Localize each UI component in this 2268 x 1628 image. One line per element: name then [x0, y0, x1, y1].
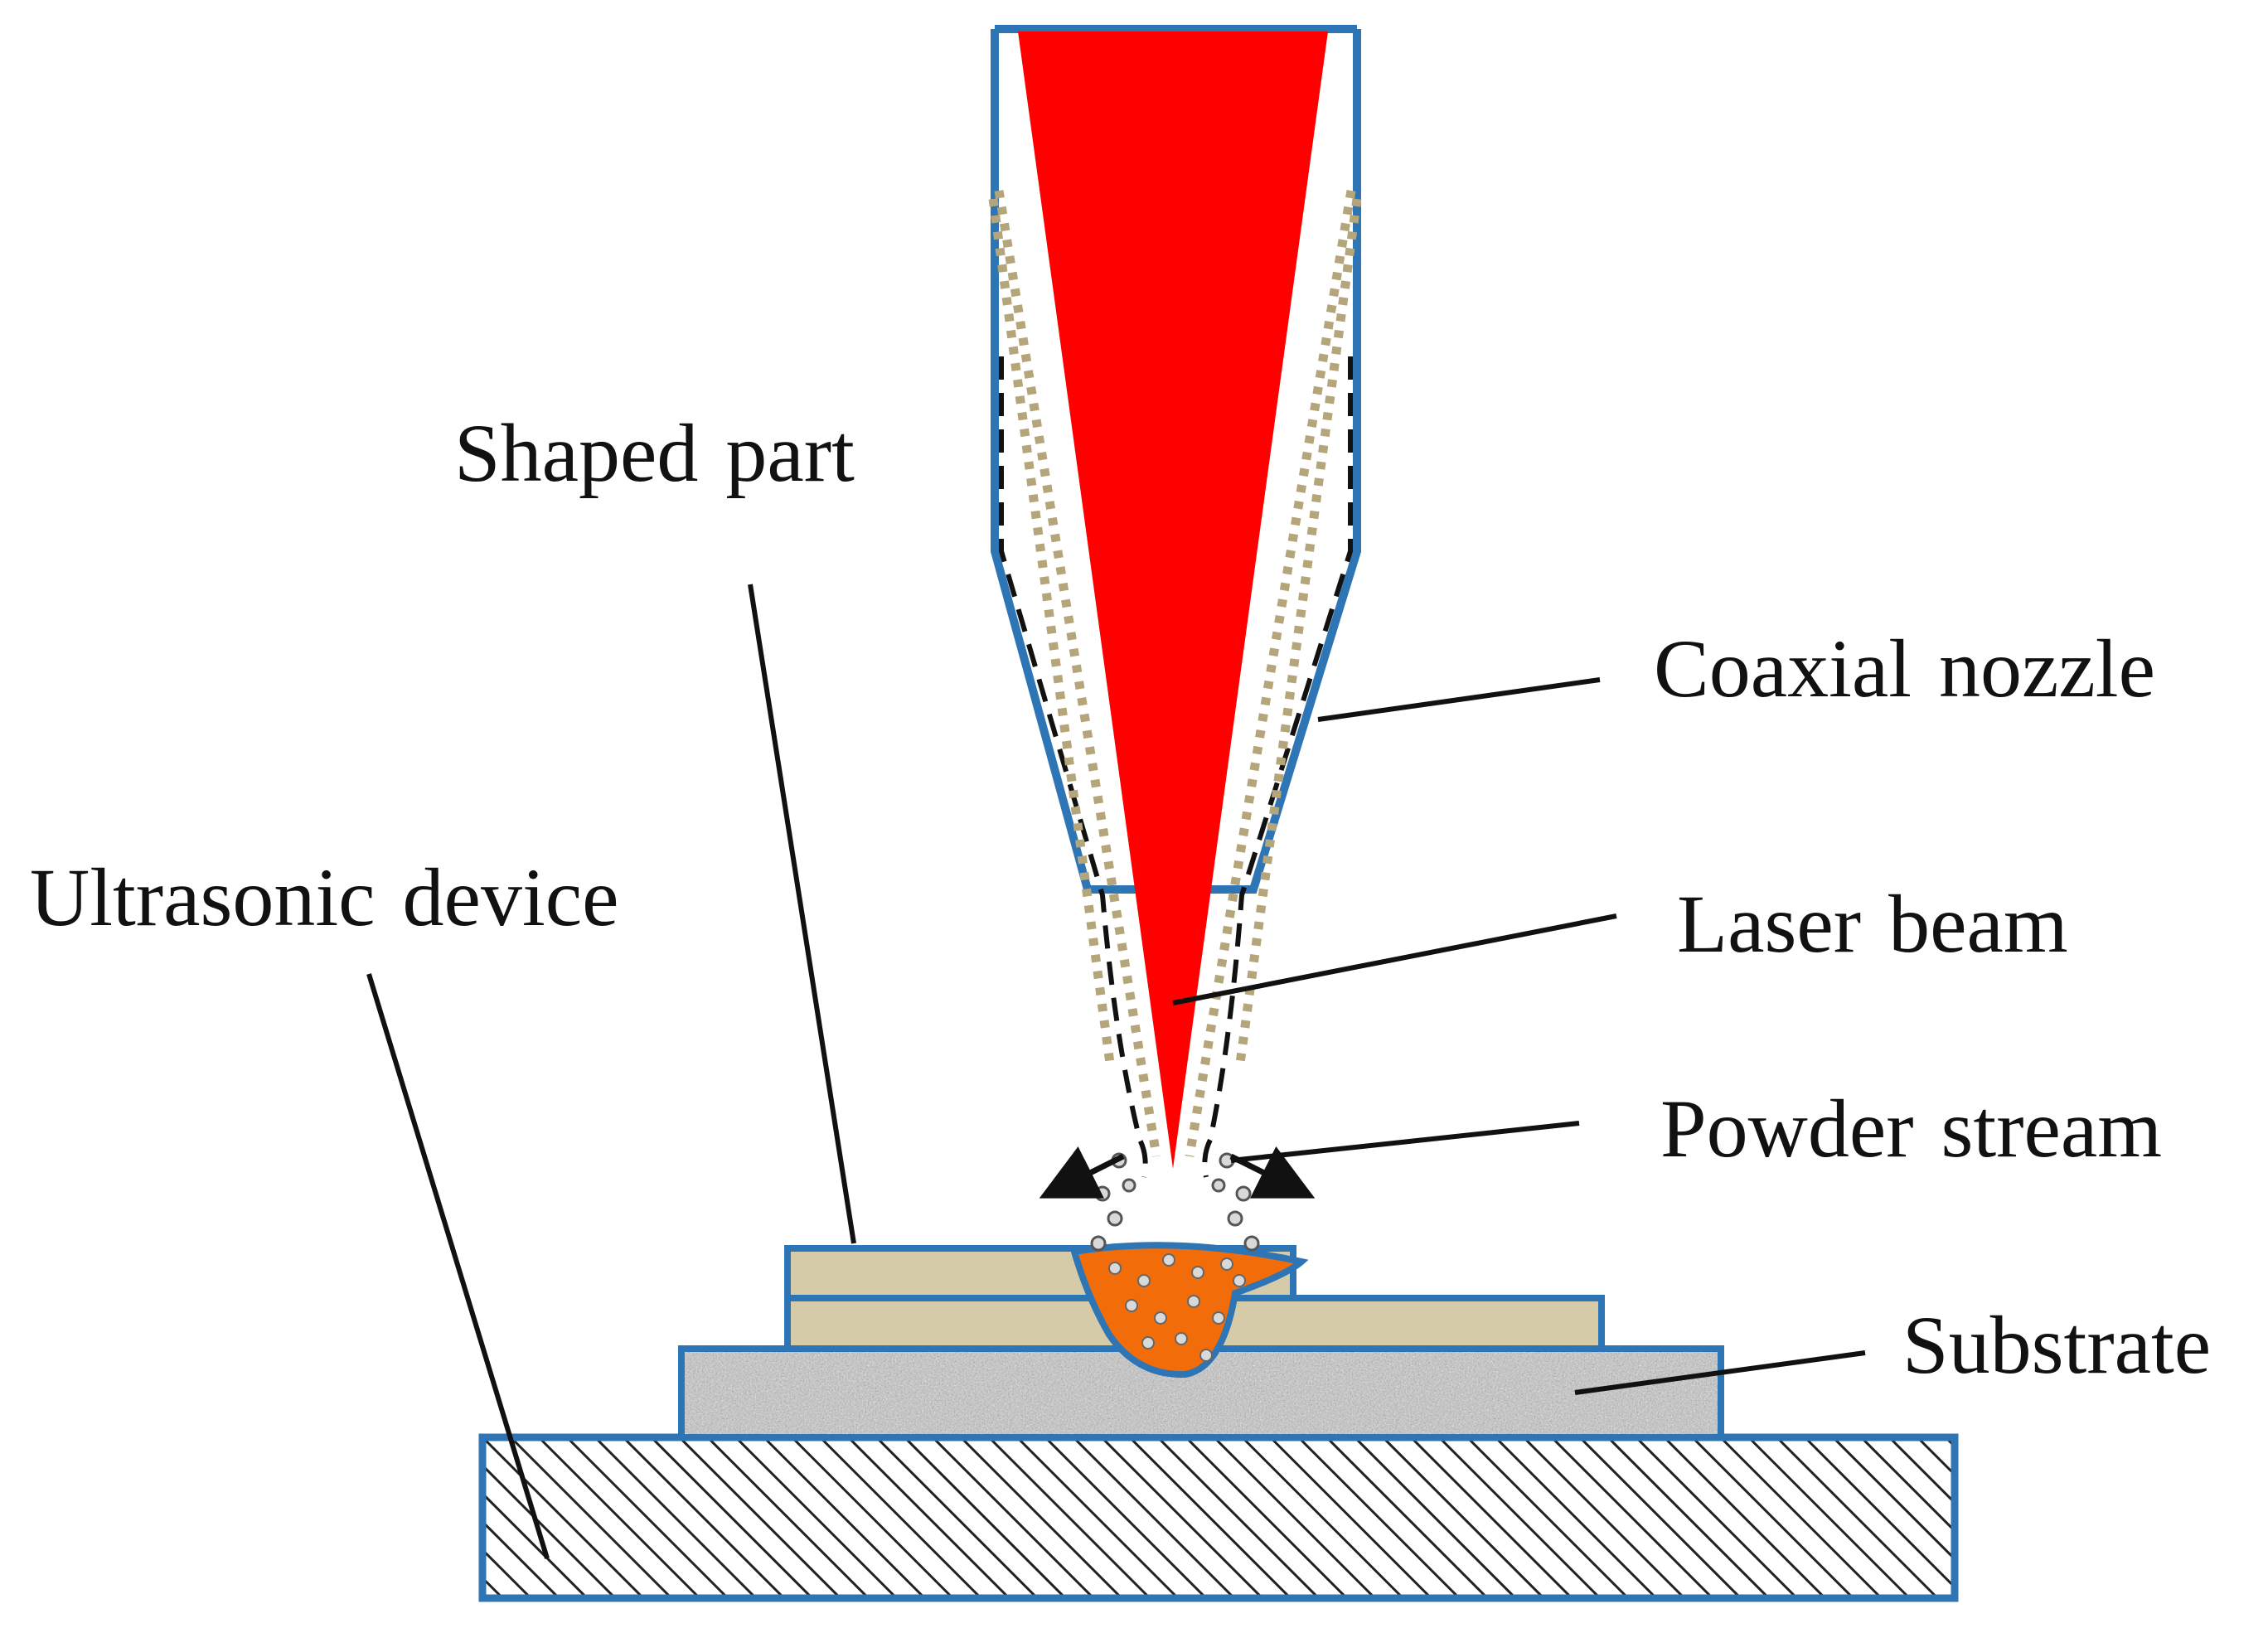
label-laser-beam: Laser beam: [1677, 878, 2068, 970]
gas-channel-lines: [999, 356, 1353, 1178]
leader-powder-stream: [1230, 1121, 1580, 1163]
leader-ultrasonic-device: [366, 973, 550, 1559]
leader-lines: [366, 584, 1866, 1559]
laser-beam: [1018, 31, 1328, 1169]
label-powder-stream: Powder stream: [1660, 1083, 2163, 1175]
label-shaped-part: Shaped part: [454, 407, 855, 499]
vibration-arrows: [1039, 1146, 1316, 1199]
label-substrate: Substrate: [1902, 1299, 2212, 1391]
ultrasonic-device: [478, 1433, 1959, 1602]
powder-particles: [1090, 1152, 1260, 1252]
leader-substrate: [1574, 1350, 1866, 1395]
melt-pool: [1069, 1242, 1309, 1378]
leader-laser-beam: [1172, 913, 1617, 1005]
label-coaxial-nozzle: Coaxial nozzle: [1654, 623, 2155, 715]
leader-shaped-part: [748, 584, 856, 1244]
leader-coaxial-nozzle: [1317, 677, 1601, 722]
label-ultrasonic-device: Ultrasonic device: [30, 851, 619, 943]
